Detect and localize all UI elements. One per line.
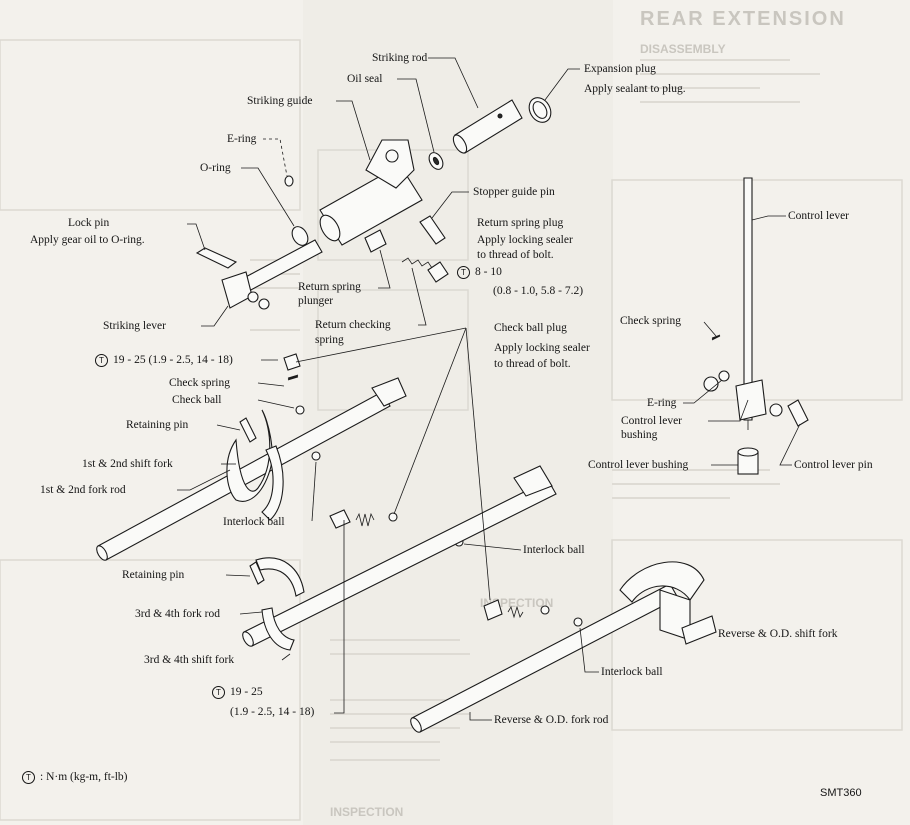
leader-lines [177,57,801,721]
return-spring-plunger-part [364,229,387,253]
label-e-ring-right: E-ring [647,397,677,409]
label-e-ring-left: E-ring [227,133,257,145]
label-check-ball-plug: Check ball plug [494,322,567,334]
label-check-ball-plug-note-2: to thread of bolt. [494,358,571,370]
expansion-plug-part [528,97,552,123]
label-reverse-od-fork-rod: Reverse & O.D. fork rod [494,714,609,726]
lock-pin-part [195,247,238,269]
label-torque-3-units: (1.9 - 2.5, 14 - 18) [230,706,315,718]
label-striking-guide: Striking guide [247,95,313,107]
label-reverse-od-shift-fork: Reverse & O.D. shift fork [718,628,838,640]
torque-symbol-icon: T [95,353,108,367]
label-lock-pin-note: Apply gear oil to O-ring. [30,234,145,246]
check-spring-part [287,374,299,381]
label-check-ball-plug-note-1: Apply locking sealer [494,342,590,354]
return-spring-part [401,257,449,283]
striking-rod-part [452,99,523,154]
inspection-heading-2: INSPECTION [330,805,404,819]
control-lever-bushing-left-part [703,376,719,392]
label-expansion-plug: Expansion plug [584,63,656,75]
striking-lever-part [221,239,323,310]
label-control-lever-bushing-1: Control lever [621,415,682,427]
label-fork-rod-12: 1st & 2nd fork rod [40,484,126,496]
control-lever-part [735,177,767,430]
check-spring-right-part [711,334,721,341]
label-striking-rod: Striking rod [372,52,428,64]
torque-symbol-icon: T [457,265,470,279]
label-control-lever-bushing-3: Control lever bushing [588,459,689,471]
label-control-lever-bushing-2: bushing [621,429,658,441]
label-striking-lever: Striking lever [103,320,166,332]
interlock-ball-1-part [311,451,321,461]
check-ball-plug-lower-part [483,599,550,621]
fork-rod-34-part [242,465,557,647]
check-ball-plug-mid-part [329,509,398,529]
o-ring-part [291,226,309,246]
retaining-pin-2-part [249,561,265,585]
label-control-lever: Control lever [788,210,849,222]
label-fork-rod-34: 3rd & 4th fork rod [135,608,220,620]
check-ball-plug-part [283,353,301,371]
oil-seal-part [428,152,444,170]
reverse-od-shift-fork-part [619,561,717,645]
stopper-guide-pin-part [419,215,446,245]
retaining-pin-1-part [239,417,257,443]
torque-legend: T: N·m (kg-m, ft-lb) [22,770,128,784]
label-shift-fork-34: 3rd & 4th shift fork [144,654,235,666]
e-ring-right-part [718,370,730,382]
page-header: REAR EXTENSION [640,8,846,30]
figure-code: SMT360 [820,787,862,799]
label-lock-pin: Lock pin [68,217,110,229]
label-return-spring-plunger-2: plunger [298,295,334,307]
label-expansion-plug-note: Apply sealant to plug. [584,83,686,95]
label-oil-seal: Oil seal [347,73,383,85]
label-interlock-ball-1: Interlock ball [223,516,285,528]
label-check-spring-right: Check spring [620,315,682,327]
label-return-spring-plunger-1: Return spring [298,281,361,293]
label-retaining-pin-1: Retaining pin [126,419,189,431]
label-return-spring-plug-note-2: to thread of bolt. [477,249,554,261]
label-check-spring-mid: Check spring [169,377,231,389]
label-return-spring-plug-note-1: Apply locking sealer [477,234,573,246]
striking-guide-part [319,139,423,246]
check-ball-part [295,405,305,415]
shift-fork-12-part [226,409,273,502]
label-return-checking-spring-2: spring [315,334,344,346]
label-return-spring-plug: Return spring plug [477,217,564,229]
label-o-ring: O-ring [200,162,231,174]
torque-symbol-icon: T [22,770,35,784]
label-return-checking-spring-1: Return checking [315,319,391,331]
torque-symbol-icon: T [212,685,225,699]
label-check-ball: Check ball [172,394,222,406]
fork-rod-12-part [96,377,407,561]
label-shift-fork-12: 1st & 2nd shift fork [82,458,173,470]
shift-fork-34-part [255,557,305,597]
label-interlock-ball-3: Interlock ball [601,666,663,678]
label-stopper-guide-pin: Stopper guide pin [473,186,555,198]
label-control-lever-pin: Control lever pin [794,459,873,471]
control-lever-bushing-part [737,447,759,475]
interlock-ball-3-part [573,617,583,627]
label-retaining-pin-2: Retaining pin [122,569,185,581]
label-interlock-ball-2: Interlock ball [523,544,585,556]
control-lever-pin-part [787,399,809,427]
e-ring-left-part [284,175,294,187]
label-torque-1-units: (0.8 - 1.0, 5.8 - 7.2) [493,285,584,297]
page-subheader: DISASSEMBLY [640,42,726,56]
